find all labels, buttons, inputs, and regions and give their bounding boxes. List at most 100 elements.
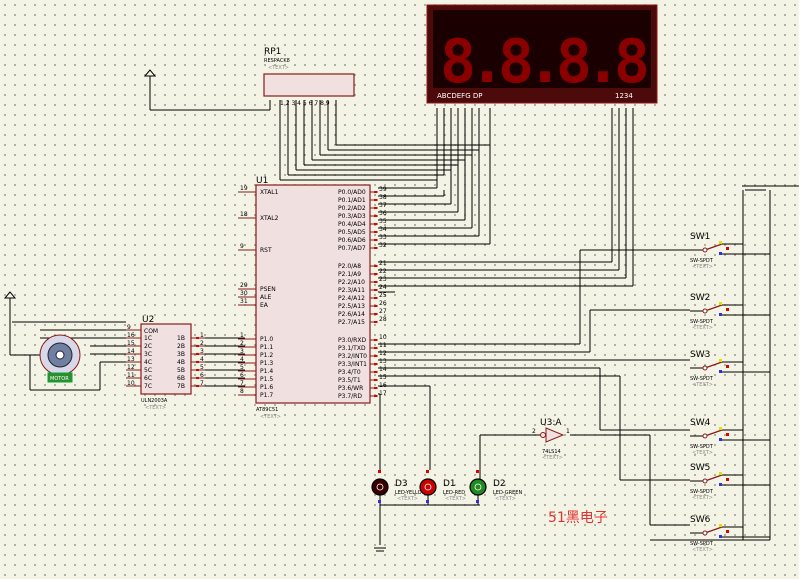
u1-pin-number: 28 (379, 316, 387, 323)
rp1-value: RESPACK8 (264, 58, 290, 64)
led-part: LED-GREEN (493, 490, 522, 496)
u1-pin-label: P1.6 (260, 384, 273, 391)
u2-pin-number: 2 (200, 340, 204, 347)
switch-text: <TEXT> (692, 325, 713, 331)
u1-pin-number: 31 (240, 298, 248, 305)
u1-pin-label: P0.2/AD2 (338, 205, 366, 212)
u2-pin-number: 3 (200, 348, 204, 355)
u1-pin-label: P0.4/AD4 (338, 221, 366, 228)
u2-pin-number: 15 (127, 340, 135, 347)
u2-in-pin: 7C (144, 383, 152, 390)
led-part: LED-YELLOW (395, 490, 427, 496)
u2-ref: U2 (142, 315, 154, 325)
u3-inverter[interactable]: U3:A 2 1 74LS14 <TEXT> (479, 418, 650, 480)
u2-in-pin: 3C (144, 351, 152, 358)
u1-pin-label: P2.3/A11 (338, 287, 365, 294)
switch-part: SW-SPDT (690, 489, 714, 495)
stepper-motor[interactable]: MOTOR (3, 291, 126, 391)
switch-text: <TEXT> (692, 450, 713, 456)
switch-text: <TEXT> (692, 382, 713, 388)
u1-pin-label: P0.5/AD5 (338, 229, 366, 236)
led-ref: D1 (443, 479, 456, 489)
u2-in-pin: 1C (144, 335, 152, 342)
u1-pin-number: 34 (379, 226, 387, 233)
u1-pin-label: P1.3 (260, 360, 273, 367)
u2-pin-number: 7 (200, 380, 204, 387)
switch-ref: SW5 (690, 463, 710, 473)
u1-pin-label: P0.1/AD1 (338, 197, 366, 204)
switch-text: <TEXT> (692, 495, 713, 501)
switch-part: SW-SPDT (690, 444, 714, 450)
u1-pin-number: 24 (379, 284, 387, 291)
u2-in-pin: 6C (144, 375, 152, 382)
u1-pin-number: 22 (379, 268, 387, 275)
u2-out-pin: 3B (177, 351, 185, 358)
u1-left-pins: XTAL119XTAL218RST9PSEN29ALE30EA31P1.01P1… (238, 185, 279, 399)
led-text: <TEXT> (445, 496, 466, 502)
u1-pin-number: 21 (379, 260, 387, 267)
u1-pin-label: P2.1/A9 (338, 271, 361, 278)
switch-ref: SW3 (690, 350, 710, 360)
rp1-text: <TEXT> (268, 65, 289, 71)
u3-bubble (540, 432, 546, 438)
u2-body (140, 323, 192, 395)
switch-ref: SW2 (690, 293, 710, 303)
u1-pin-number: 30 (240, 290, 248, 297)
u2-out-pin: 7B (177, 383, 185, 390)
u2-pin-number: 13 (127, 356, 135, 363)
u2-in-pin: 4C (144, 359, 152, 366)
u1-pin-label: P3.1/TXD (338, 345, 366, 352)
u3-text: <TEXT> (542, 455, 563, 461)
u1-pin-label: P3.3/INT1 (338, 361, 367, 368)
u1-pin-number: 7 (240, 380, 244, 387)
u1-pin-label: P3.6/WR (338, 385, 363, 392)
u1-ref: U1 (256, 176, 268, 186)
u2-pin-number: 1 (200, 332, 204, 339)
u1-pin-number: 9 (240, 243, 244, 250)
u2-pin-number: 4 (200, 356, 204, 363)
u2-com-label: COM (144, 328, 158, 335)
u1-pin-number: 15 (379, 374, 387, 381)
u1-pin-label: P2.0/A8 (338, 263, 361, 270)
u1-pin-label: P2.6/A14 (338, 311, 365, 318)
u1-pin-number: 23 (379, 276, 387, 283)
power-terminal-motor (3, 291, 17, 299)
u1-pin-number: 29 (240, 282, 248, 289)
u1-pin-number: 10 (379, 334, 387, 341)
led-text: <TEXT> (397, 496, 418, 502)
switch-part: SW-SPDT (690, 258, 714, 264)
rp1-resistor-pack[interactable]: RP1 RESPACK8 <TEXT> 1 2 3 4 5 6 7 8 9 (263, 47, 355, 107)
display-seg-label: ABCDEFG DP (437, 92, 482, 100)
seven-segment-display[interactable]: 8.8.8.8 ABCDEFG DP 1234 (426, 4, 658, 104)
u1-pin-label: XTAL2 (260, 215, 279, 222)
display-window (433, 10, 651, 88)
u2-pin-number: 6 (200, 372, 204, 379)
u1-part: AT89C51 (256, 407, 278, 413)
u1-pin-label: P2.5/A13 (338, 303, 365, 310)
u1-microcontroller[interactable]: U1 AT89C51 <TEXT> XTAL119XTAL218RST9PSEN… (238, 176, 387, 420)
u1-pin-number: 39 (379, 186, 387, 193)
u1-pin-label: P2.4/A12 (338, 295, 365, 302)
u1-pin-label: P2.7/A15 (338, 319, 365, 326)
u2-out-pin: 4B (177, 359, 185, 366)
u3-body (545, 427, 565, 443)
u1-pin-number: 4 (240, 356, 244, 363)
switch-column: SW1SW-SPDT<TEXT>SW2SW-SPDT<TEXT>SW3SW-SP… (690, 232, 770, 553)
switch-text: <TEXT> (692, 264, 713, 270)
u1-pin-label: PSEN (260, 286, 276, 293)
display-digits: 8.8.8.8 (440, 27, 650, 97)
u1-pin-label: P0.3/AD3 (338, 213, 366, 220)
u1-pin-label: P3.2/INT0 (338, 353, 367, 360)
u1-pin-number: 11 (379, 342, 387, 349)
